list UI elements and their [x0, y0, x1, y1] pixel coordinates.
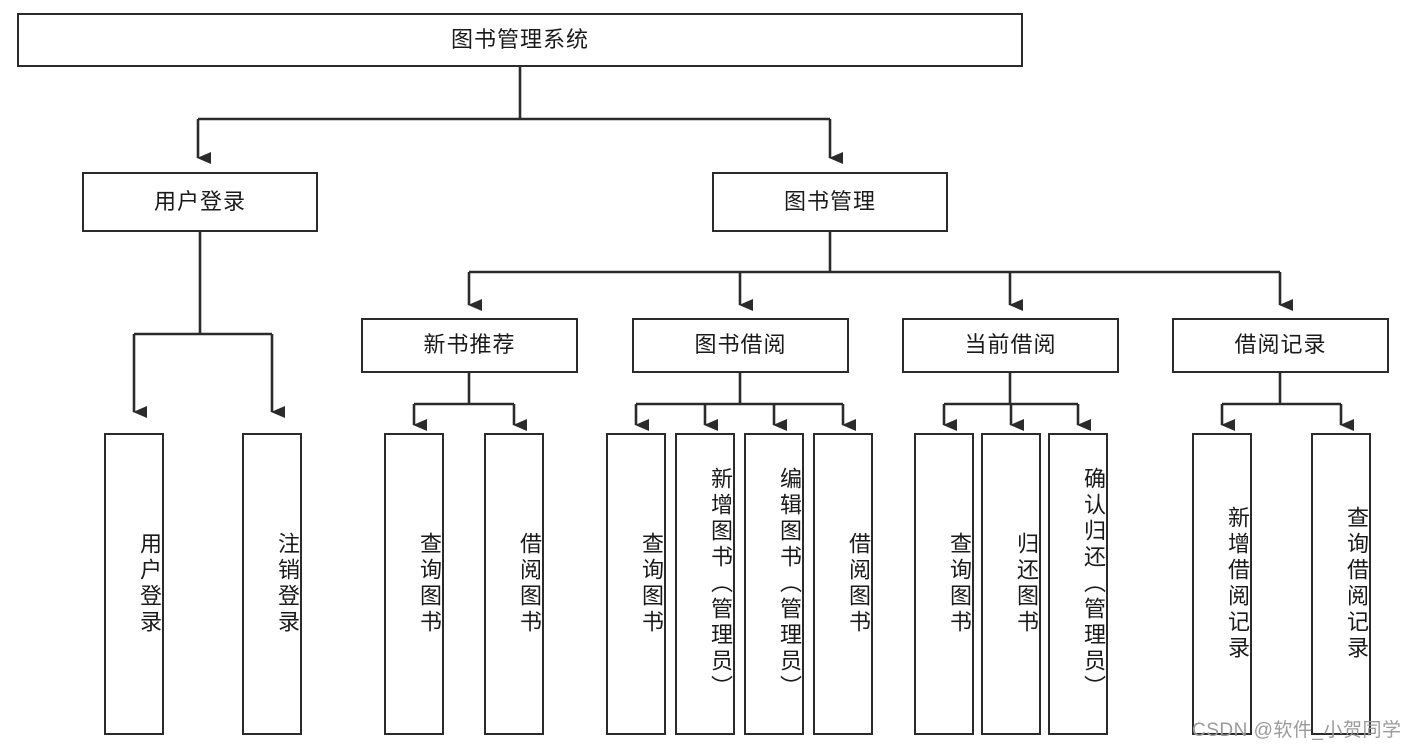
leaf-new-book-query[interactable]: 查询图书	[384, 433, 444, 735]
leaf-record-add-label: 新增借阅记录	[1225, 506, 1250, 662]
leaf-borrow-borrow-book[interactable]: 借阅图书	[813, 433, 873, 735]
leaf-user-login-signout[interactable]: 注销登录	[242, 433, 302, 735]
leaf-record-query[interactable]: 查询借阅记录	[1311, 433, 1371, 735]
leaf-new-book-borrow-label: 借阅图书	[517, 532, 542, 636]
node-new-book-recommend[interactable]: 新书推荐	[361, 318, 578, 373]
csdn-watermark: CSDN @软件_小贺同学	[1192, 720, 1402, 741]
node-root-system-label: 图书管理系统	[450, 26, 589, 52]
leaf-current-confirm-return[interactable]: 确认归还（管理员）	[1048, 433, 1108, 735]
leaf-current-return-book[interactable]: 归还图书	[981, 433, 1041, 735]
node-user-login-label: 用户登录	[153, 188, 246, 214]
leaf-new-book-borrow[interactable]: 借阅图书	[484, 433, 544, 735]
leaf-record-query-label: 查询借阅记录	[1344, 506, 1369, 662]
node-new-book-recommend-label: 新书推荐	[423, 332, 516, 358]
leaf-user-login-signout-label: 注销登录	[275, 532, 300, 636]
leaf-borrow-borrow-book-label: 借阅图书	[846, 532, 871, 636]
leaf-borrow-edit-book[interactable]: 编辑图书（管理员）	[744, 433, 804, 735]
leaf-new-book-query-label: 查询图书	[417, 532, 442, 636]
leaf-borrow-edit-book-label: 编辑图书（管理员）	[777, 467, 802, 701]
node-root-system[interactable]: 图书管理系统	[17, 13, 1023, 67]
node-borrow-record-label: 借阅记录	[1234, 332, 1327, 358]
leaf-borrow-add-book-label: 新增图书（管理员）	[708, 467, 733, 701]
leaf-user-login-signin-label: 用户登录	[137, 532, 162, 636]
node-book-management-label: 图书管理	[783, 188, 876, 214]
leaf-current-return-book-label: 归还图书	[1014, 532, 1039, 636]
node-book-borrow[interactable]: 图书借阅	[632, 318, 849, 373]
leaf-current-query-book-label: 查询图书	[947, 532, 972, 636]
leaf-user-login-signin[interactable]: 用户登录	[104, 433, 164, 735]
node-current-borrow[interactable]: 当前借阅	[902, 318, 1119, 373]
node-borrow-record[interactable]: 借阅记录	[1172, 318, 1389, 373]
leaf-current-confirm-return-label: 确认归还（管理员）	[1081, 467, 1106, 701]
node-current-borrow-label: 当前借阅	[964, 332, 1057, 358]
node-book-management[interactable]: 图书管理	[712, 172, 948, 232]
leaf-record-add[interactable]: 新增借阅记录	[1192, 433, 1252, 735]
leaf-borrow-query-book[interactable]: 查询图书	[606, 433, 666, 735]
leaf-borrow-query-book-label: 查询图书	[639, 532, 664, 636]
node-user-login[interactable]: 用户登录	[82, 172, 318, 232]
node-book-borrow-label: 图书借阅	[694, 332, 787, 358]
leaf-borrow-add-book[interactable]: 新增图书（管理员）	[675, 433, 735, 735]
leaf-current-query-book[interactable]: 查询图书	[914, 433, 974, 735]
